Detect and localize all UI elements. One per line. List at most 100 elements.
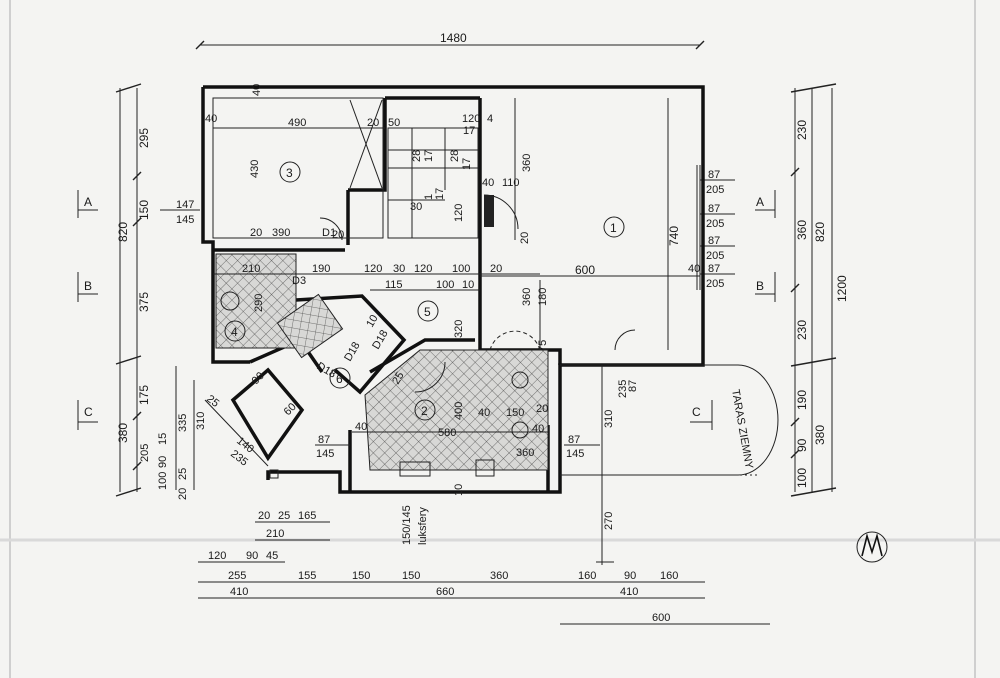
room-1: 1 740 600 360 110 40 20 (480, 98, 700, 351)
room3-width: 490 (288, 117, 306, 129)
dim-left-205: 205 (139, 444, 151, 462)
dim-left-100: 100 (157, 472, 169, 490)
bot-90b: 90 (624, 570, 636, 582)
door-d1: D1 (322, 227, 336, 239)
dim-left-335: 335 (177, 414, 189, 432)
win1-87: 87 (708, 169, 720, 181)
bot-410b: 410 (620, 586, 638, 598)
kitchen-40: 40 (355, 421, 367, 433)
room1-height: 740 (667, 226, 681, 246)
bot-600: 600 (652, 612, 670, 624)
kitchen-360: 360 (516, 447, 534, 459)
section-a-right: A (756, 195, 764, 209)
win2-205: 205 (706, 218, 724, 230)
dim-left-375: 375 (137, 292, 151, 312)
bot-410a: 410 (230, 586, 248, 598)
north-arrow-icon (856, 531, 888, 563)
bot-120: 120 (208, 550, 226, 562)
bot-160b: 160 (660, 570, 678, 582)
room3-20: 20 (367, 117, 379, 129)
row-100: 100 (452, 263, 470, 275)
room-1-number: 1 (610, 221, 617, 235)
room-5: 5 320 360 180 75 (417, 280, 549, 360)
section-markers-right: A B C (690, 190, 776, 430)
room-4: 4 290 D3 (215, 253, 306, 349)
luksfery-label: luksfery (417, 507, 429, 545)
stairs-4: 4 (487, 113, 493, 125)
room3-depth: 430 (249, 160, 261, 178)
dim-right-380: 380 (813, 425, 827, 445)
bot-155: 155 (298, 570, 316, 582)
right-window-dims: 87 205 87 205 87 205 87 205 (700, 169, 735, 290)
kwin-87a: 87 (318, 434, 330, 446)
section-b-left: B (84, 279, 92, 293)
room3-20c: 20 (332, 229, 344, 241)
kitchen-10: 10 (453, 484, 465, 496)
top-dimension: 1480 (195, 31, 705, 50)
kitchen-40b: 40 (478, 407, 490, 419)
bot-150a: 150 (352, 570, 370, 582)
room3-bottom: 390 (272, 227, 290, 239)
porch-310: 310 (603, 410, 615, 428)
dim-right-360: 360 (795, 220, 809, 240)
dim-left-310: 310 (195, 412, 207, 430)
dim-right-90: 90 (795, 438, 809, 452)
dim-right-100: 100 (795, 468, 809, 488)
room1-40: 40 (482, 177, 494, 189)
corr-10: 10 (364, 313, 381, 330)
dim-left-145: 145 (176, 214, 194, 226)
dim-left-380: 380 (116, 423, 130, 443)
room-2: 2 580 40 40 150 20 40 400 360 10 25 (352, 330, 549, 496)
dim-right-190: 190 (795, 390, 809, 410)
bot-150b: 150 (402, 570, 420, 582)
row-190: 190 (312, 263, 330, 275)
dim-left-295: 295 (137, 128, 151, 148)
bath-290: 290 (253, 294, 265, 312)
stairs-x17: 17 (434, 188, 446, 200)
bot-255: 255 (228, 570, 246, 582)
win4-205: 205 (706, 278, 724, 290)
bottom-dimensions: 20 25 165 210 120 90 45 255 155 150 150 … (198, 510, 770, 625)
walls (201, 85, 705, 494)
stairs-120: 120 (462, 113, 480, 125)
dim-left-25: 25 (177, 468, 189, 480)
kitchen-20: 20 (536, 403, 548, 415)
kitchen-150: 150 (506, 407, 524, 419)
bot-45: 45 (266, 550, 278, 562)
stairs-28b: 28 (449, 150, 461, 162)
dim-left-175: 175 (137, 385, 151, 405)
bot-25: 25 (278, 510, 290, 522)
hall-180: 180 (537, 288, 549, 306)
bot-165: 165 (298, 510, 316, 522)
room-6-number: 6 (336, 372, 343, 386)
diag-25: 25 (204, 393, 221, 410)
room-3-number: 3 (286, 166, 293, 180)
kitchen-400: 400 (453, 402, 465, 420)
win4-87: 87 (708, 263, 720, 275)
room-3: 3 490 430 390 40 40 20 50 20 20 D1 (205, 84, 400, 241)
bot-210: 210 (266, 528, 284, 540)
row-20: 20 (490, 263, 502, 275)
kwin-145b: 145 (566, 448, 584, 460)
interior-dim-row: 210 190 120 30 120 100 20 40 115 100 10 (213, 263, 700, 291)
dim-left-820: 820 (116, 222, 130, 242)
row-120b: 120 (414, 263, 432, 275)
room-2-number: 2 (421, 404, 428, 418)
porch-87: 87 (627, 380, 639, 392)
room-5-number: 5 (424, 305, 431, 319)
room3-50: 50 (388, 117, 400, 129)
dim-left-15: 15 (157, 433, 169, 445)
row2-100: 100 (436, 279, 454, 291)
kitchen-580: 580 (438, 427, 456, 439)
section-c-right: C (692, 405, 701, 419)
room3-40b: 40 (251, 84, 263, 96)
row-30: 30 (393, 263, 405, 275)
bot-360: 360 (490, 570, 508, 582)
kitchen-window-dims: 87 145 87 145 87 235 310 270 (315, 365, 639, 565)
row2-115: 115 (385, 279, 403, 291)
right-dimensions: 230 360 230 190 90 100 820 380 1200 (790, 83, 849, 497)
door-d3: D3 (292, 275, 306, 287)
section-b-right: B (756, 279, 764, 293)
room1-width: 600 (575, 263, 595, 277)
room1-360: 360 (521, 154, 533, 172)
